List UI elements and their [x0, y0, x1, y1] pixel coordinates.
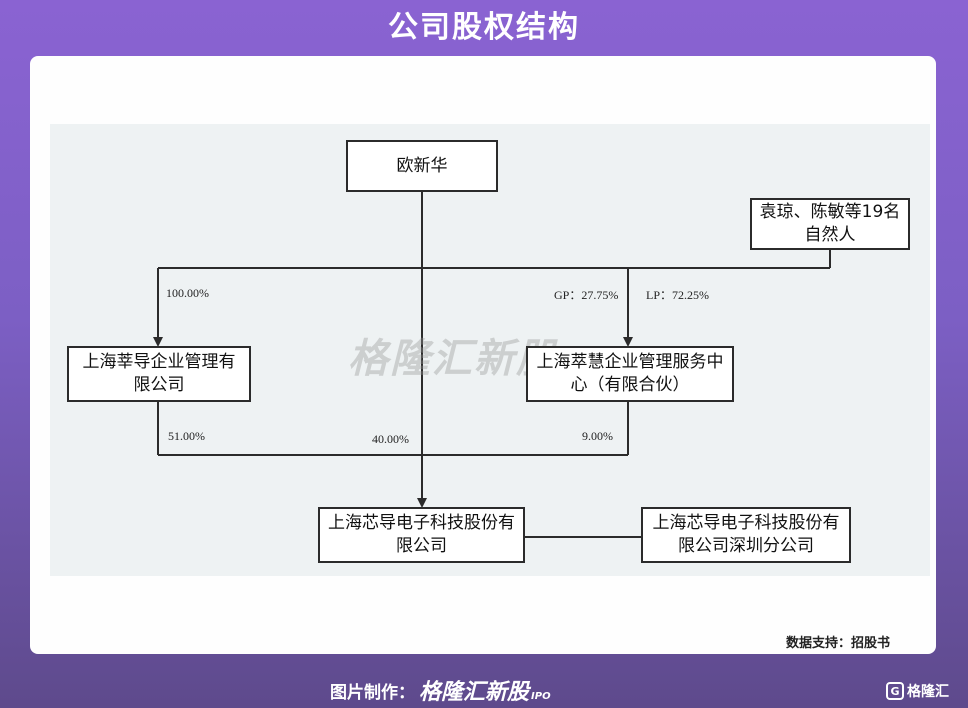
corner-logo: G 格隆汇 [886, 680, 949, 702]
credit-ipo-mark: IPO [531, 690, 551, 702]
credit-line: 图片制作： 格隆汇新股 IPO [330, 676, 551, 705]
edge-label-cuidao-xindao: 51.00% [168, 429, 205, 443]
edge-label-ouxinhua-xindao: 40.00% [372, 432, 409, 446]
node-cuihui: 上海萃慧企业管理服务中心（有限合伙） [526, 346, 734, 402]
source-note: 数据支持：招股书 [786, 636, 891, 651]
node-cuidao: 上海莘导企业管理有限公司 [67, 346, 251, 402]
edge-label-cuihui-lp: LP：72.25% [646, 288, 710, 302]
node-xindao: 上海芯导电子科技股份有限公司 [318, 507, 525, 563]
edge-label-cuihui-gp: GP：27.75% [554, 288, 619, 302]
credit-label: 图片制作： [330, 682, 415, 703]
corner-logo-text: 格隆汇 [907, 684, 949, 700]
page-title: 公司股权结构 [388, 10, 580, 45]
logo-icon: G [886, 682, 904, 700]
watermark: 格隆汇新股 [348, 336, 558, 382]
node-ouxinhua: 欧新华 [346, 140, 498, 192]
edge-label-cuidao: 100.00% [166, 286, 209, 300]
node-shenzhen-branch: 上海芯导电子科技股份有限公司深圳分公司 [641, 507, 851, 563]
edge-label-cuihui-xindao: 9.00% [582, 429, 613, 443]
credit-brand-logo: 格隆汇新股 [419, 680, 530, 705]
node-yuanqiong-group: 袁琼、陈敏等19名自然人 [750, 198, 910, 250]
